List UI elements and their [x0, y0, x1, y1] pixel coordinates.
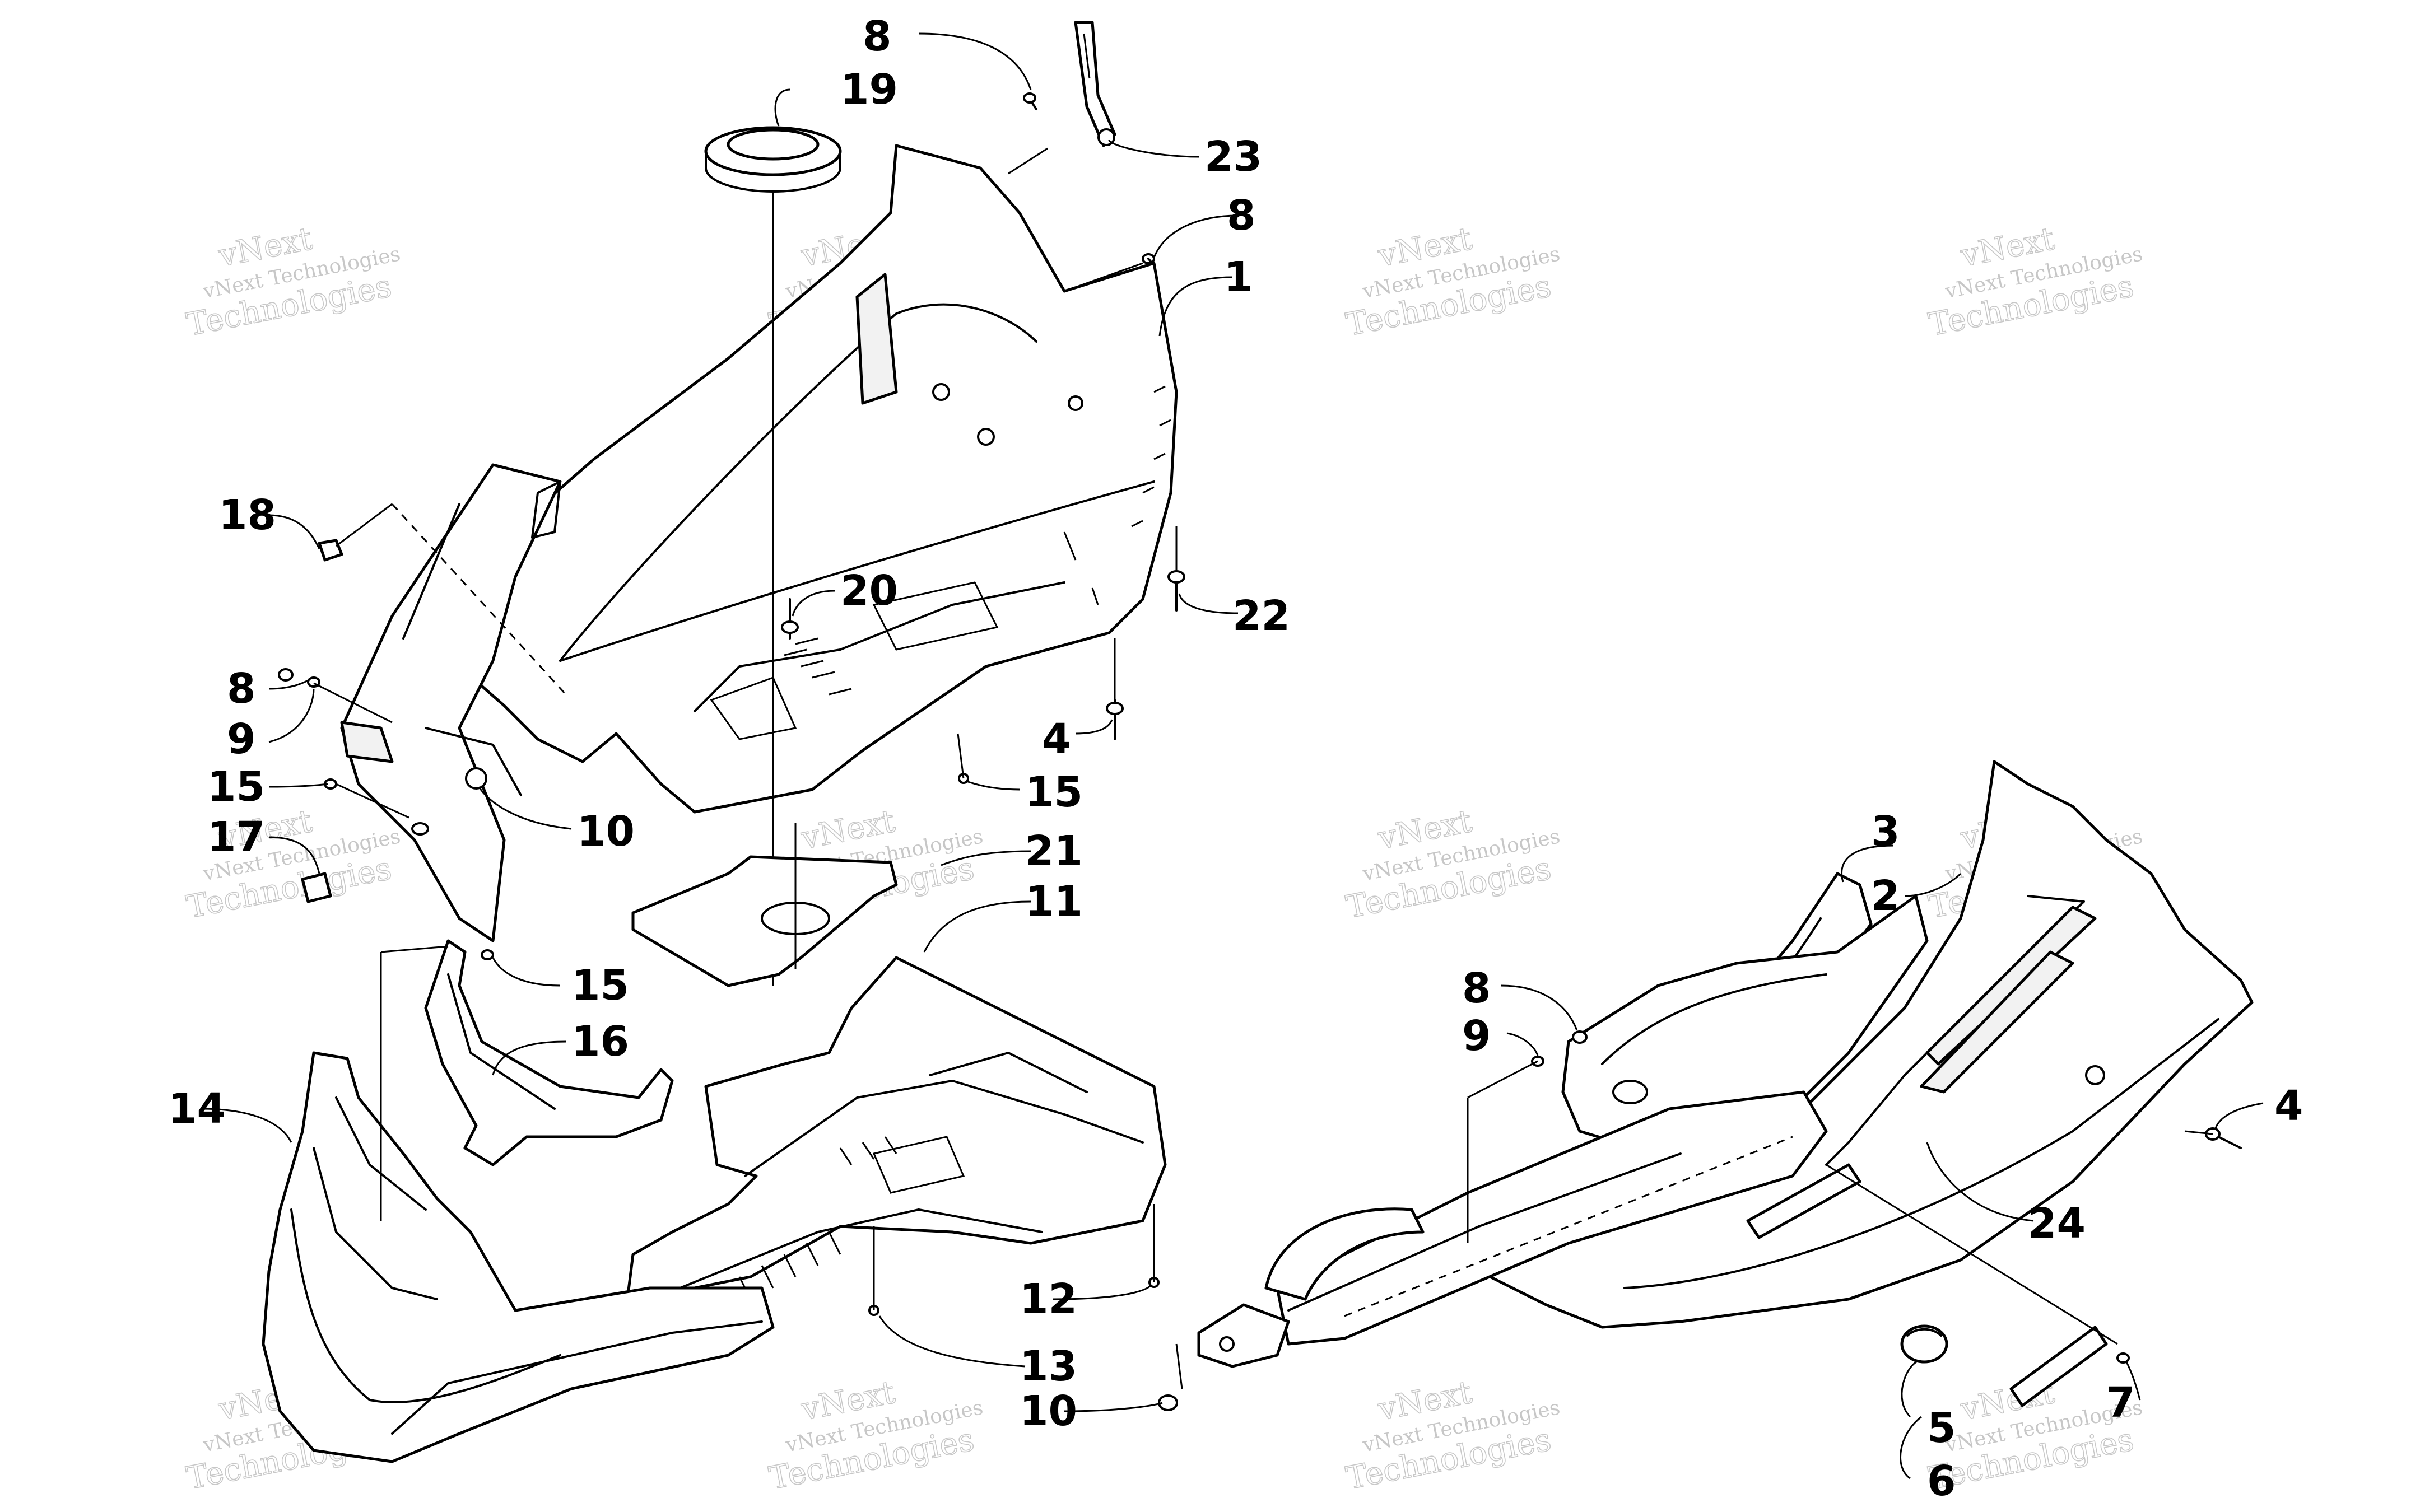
callout-9-left: 9	[227, 715, 256, 763]
watermark: vNext vNext Technologies Technologies	[1343, 802, 1562, 926]
callout-18: 18	[218, 491, 276, 539]
part-5-plug	[1900, 1324, 1948, 1364]
callout-13: 13	[1020, 1342, 1077, 1390]
assembly-lines	[313, 147, 2213, 1389]
part-7-plate	[2009, 1326, 2108, 1407]
callout-10-lower: 10	[1020, 1387, 1077, 1435]
leader-lines	[201, 32, 2264, 1480]
callout-17: 17	[207, 813, 265, 861]
part-21-plate	[631, 823, 898, 987]
callout-12: 12	[1020, 1275, 1077, 1323]
callout-14: 14	[168, 1085, 226, 1133]
callout-8-top: 8	[863, 12, 892, 60]
callout-labels: 8 19 23 8 1 18 20 22 8 9 4 15 15 10 17 2…	[168, 12, 2303, 1505]
callout-4-upper: 4	[1042, 715, 1071, 763]
callout-5: 5	[1927, 1404, 1956, 1452]
callout-15-left: 15	[207, 763, 265, 811]
callout-8-left: 8	[227, 665, 256, 713]
callout-16: 16	[571, 1018, 629, 1066]
part-14-front-nose	[262, 1051, 775, 1463]
watermark: vNext vNext Technologies Technologies	[1343, 220, 1562, 344]
callout-21: 21	[1025, 827, 1083, 875]
watermark: vNext vNext Technologies Technologies	[766, 1374, 985, 1497]
callout-9-right: 9	[1462, 1012, 1491, 1060]
callout-10-upper: 10	[577, 808, 635, 856]
part-19-grommet	[704, 126, 842, 193]
callout-24: 24	[2028, 1200, 2086, 1248]
part-23-clip	[1074, 21, 1116, 147]
watermark: vNext vNext Technologies Technologies	[1343, 1374, 1562, 1497]
callout-11: 11	[1025, 878, 1083, 926]
hardware-group	[278, 92, 2242, 1411]
watermark: vNext vNext Technologies Technologies	[183, 220, 402, 344]
watermark: vNext vNext Technologies Technologies	[1925, 220, 2144, 344]
callout-6: 6	[1927, 1457, 1956, 1505]
part-24-decal	[1746, 1163, 1861, 1239]
callout-4-right: 4	[2274, 1082, 2303, 1130]
part-16-bracket	[424, 939, 674, 1166]
callout-15-lower: 15	[571, 962, 629, 1010]
callout-3: 3	[1871, 808, 1900, 856]
part-2-tunnel	[1197, 894, 1929, 1368]
callout-15-mid: 15	[1025, 768, 1083, 816]
callout-2: 2	[1871, 872, 1900, 920]
callout-19: 19	[840, 66, 898, 114]
callout-7: 7	[2106, 1379, 2135, 1427]
watermark: vNext vNext Technologies Technologies	[1925, 1374, 2144, 1497]
callout-8-right-lower: 8	[1462, 964, 1491, 1012]
part-1-belly-pan	[340, 144, 1178, 942]
callout-1: 1	[1224, 253, 1253, 301]
callout-22: 22	[1232, 592, 1290, 640]
callout-20: 20	[840, 567, 898, 615]
callout-8-right: 8	[1227, 192, 1256, 240]
callout-23: 23	[1204, 133, 1262, 181]
